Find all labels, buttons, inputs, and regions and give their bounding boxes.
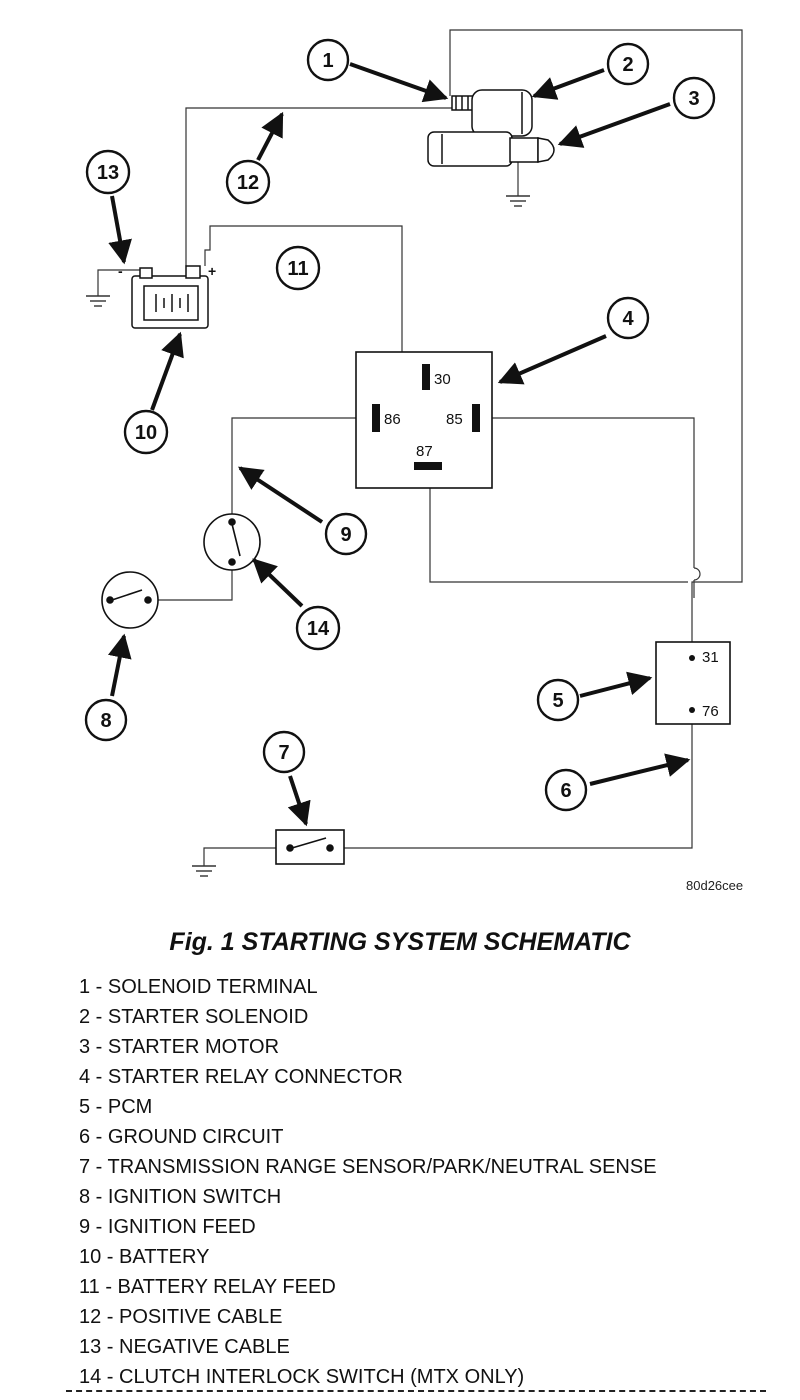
svg-text:12: 12: [237, 172, 259, 194]
callout-13: 13: [85, 149, 131, 195]
relay-pin-85-contact: [472, 404, 480, 432]
relay-pin-30-label: 30: [434, 371, 451, 388]
callout-arrow-12: [256, 111, 284, 161]
legend-item: 11 - BATTERY RELAY FEED: [79, 1276, 336, 1298]
callout-arrow-13: [108, 195, 132, 265]
callout-arrow-1: [349, 62, 449, 103]
legend-item: 2 - STARTER SOLENOID: [79, 1006, 309, 1028]
battery: [131, 265, 209, 329]
svg-text:4: 4: [622, 308, 634, 330]
clutch-interlock-switch: [203, 513, 261, 571]
callout-11: 11: [275, 245, 321, 291]
page-divider: [66, 1390, 766, 1392]
legend-item: 6 - GROUND CIRCUIT: [79, 1126, 284, 1148]
callout-arrow-14: [252, 558, 304, 608]
relay-pin-85-label: 85: [446, 411, 463, 428]
callout-3: 3: [672, 76, 716, 120]
battery-relay-feed-wire: [204, 225, 422, 373]
callout-12: 12: [225, 159, 271, 205]
ground-symbol-starter: [506, 195, 530, 207]
callout-6: 6: [544, 768, 588, 812]
callout-14: 14: [295, 605, 341, 651]
relay-pin-87-contact: [414, 462, 442, 470]
svg-text:14: 14: [307, 618, 330, 640]
figure-reference-code: 80d26cee: [686, 878, 744, 893]
callout-arrow-2: [531, 68, 605, 100]
relay-pin-86-contact: [372, 404, 380, 432]
wire-crossover-hop: [693, 567, 701, 581]
battery-negative-label: -: [118, 263, 123, 279]
pcm: [655, 641, 731, 725]
svg-text:8: 8: [100, 710, 111, 732]
ground-symbol-battery: [86, 295, 110, 307]
ground-circuit-wire: [344, 712, 693, 849]
svg-text:2: 2: [622, 54, 633, 76]
clutch-to-ignition-wire: [148, 562, 233, 601]
callouts: 1 2 3 4 5 6 7 8: [84, 38, 716, 812]
callout-arrow-8: [107, 633, 132, 697]
pcm-pin-76-label: 76: [702, 703, 719, 720]
positive-cable-wire: [185, 107, 452, 266]
relay-pin-30-contact: [422, 364, 430, 390]
battery-positive-label: +: [208, 263, 216, 279]
solenoid-feed-wire: [449, 29, 743, 656]
legend-item: 7 - TRANSMISSION RANGE SENSOR/PARK/NEUTR…: [79, 1156, 657, 1178]
figure-title: Fig. 1 STARTING SYSTEM SCHEMATIC: [169, 928, 631, 956]
svg-text:3: 3: [688, 88, 699, 110]
callout-2: 2: [606, 42, 650, 86]
callout-arrow-4: [497, 334, 607, 385]
negative-cable-wire: [97, 269, 140, 296]
callout-4: 4: [606, 296, 650, 340]
relay-pin-86-label: 86: [384, 411, 401, 428]
legend-item: 13 - NEGATIVE CABLE: [79, 1336, 290, 1358]
starter-solenoid: [471, 89, 533, 137]
ground-symbol-trs: [192, 865, 216, 877]
callout-8: 8: [84, 698, 128, 742]
starter-motor-body: [427, 131, 513, 167]
legend-item: 4 - STARTER RELAY CONNECTOR: [79, 1066, 403, 1088]
starter-relay-connector: [355, 351, 493, 489]
trs-ground-wire: [203, 847, 282, 866]
legend-list: 1 - SOLENOID TERMINAL 2 - STARTER SOLENO…: [79, 972, 657, 1392]
legend-item: 3 - STARTER MOTOR: [79, 1036, 280, 1058]
svg-text:10: 10: [135, 422, 157, 444]
ignition-switch: [101, 571, 159, 629]
callout-10: 10: [123, 409, 169, 455]
svg-text:9: 9: [340, 524, 351, 546]
callout-arrow-7: [287, 775, 311, 827]
callout-5: 5: [536, 678, 580, 722]
transmission-range-sensor: [275, 829, 345, 865]
legend-item: 14 - CLUTCH INTERLOCK SWITCH (MTX ONLY): [79, 1366, 525, 1388]
starter-motor-nose: [537, 137, 555, 163]
svg-text:7: 7: [278, 742, 289, 764]
legend-item: 12 - POSITIVE CABLE: [79, 1306, 283, 1328]
legend-item: 9 - IGNITION FEED: [79, 1216, 256, 1238]
legend-item: 8 - IGNITION SWITCH: [79, 1186, 282, 1208]
relay-87-wire: [429, 468, 688, 583]
svg-text:5: 5: [552, 690, 563, 712]
callout-arrow-5: [579, 671, 653, 698]
callout-1: 1: [306, 38, 350, 82]
callout-arrow-10: [150, 331, 184, 411]
svg-text:6: 6: [560, 780, 571, 802]
relay-pin-87-label: 87: [416, 443, 433, 460]
legend-item: 10 - BATTERY: [79, 1246, 210, 1268]
svg-text:13: 13: [97, 162, 119, 184]
legend-item: 5 - PCM: [79, 1096, 153, 1118]
legend-item: 1 - SOLENOID TERMINAL: [79, 976, 318, 998]
callout-arrow-3: [557, 102, 671, 148]
callout-arrow-9: [237, 466, 324, 524]
relay-85-wire: [480, 417, 695, 568]
callout-9: 9: [324, 512, 368, 556]
callout-7: 7: [262, 730, 306, 774]
starter-assembly: [427, 89, 555, 167]
svg-text:1: 1: [322, 50, 333, 72]
svg-text:11: 11: [287, 258, 308, 280]
callout-arrow-6: [589, 753, 691, 786]
starting-system-schematic: + - 30 86 85 87 31 76: [84, 29, 743, 877]
ignition-feed-wire: [231, 417, 372, 522]
pcm-pin-31-label: 31: [702, 649, 719, 666]
